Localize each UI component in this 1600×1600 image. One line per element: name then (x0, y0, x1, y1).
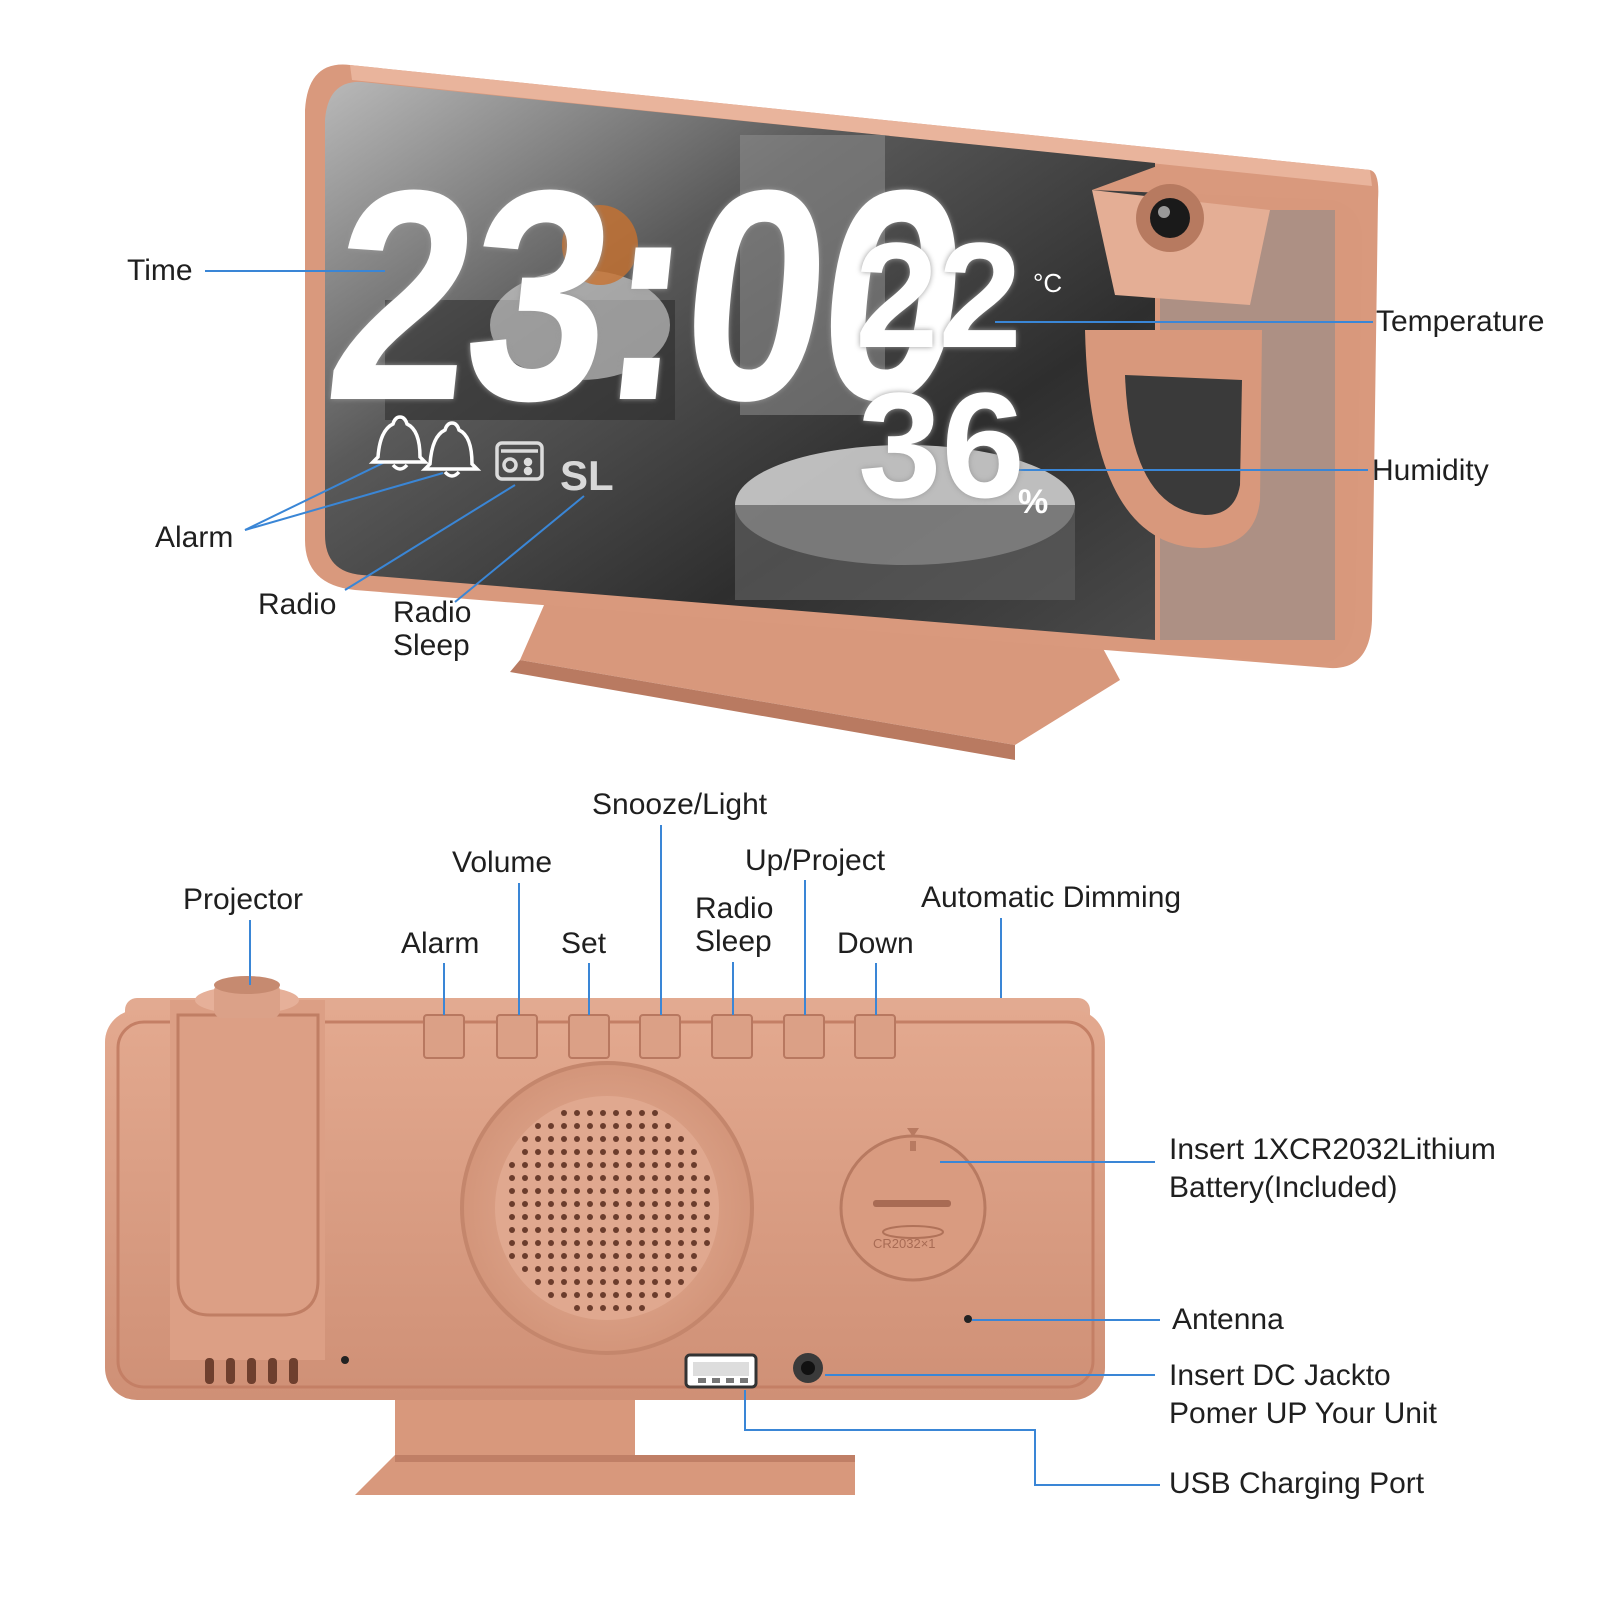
mic-hole (341, 1356, 349, 1364)
label-humidity: Humidity (1372, 454, 1489, 487)
temperature-readout: 22 (855, 211, 1022, 379)
label-radio-sleep-line2: Sleep (393, 629, 470, 662)
up-project-button[interactable] (783, 1014, 825, 1059)
battery-cover[interactable] (839, 1134, 987, 1282)
volume-button[interactable] (496, 1014, 538, 1059)
callout-lines (205, 270, 1373, 1486)
callout-alarm-2 (244, 472, 444, 531)
label-down: Down (837, 927, 914, 960)
back-clock (105, 976, 1105, 1495)
temperature-unit: °C (1033, 268, 1063, 298)
callout-usb (744, 1390, 1160, 1486)
callout-alarm-1 (244, 461, 386, 531)
label-usb: USB Charging Port (1169, 1467, 1425, 1500)
sleep-indicator: SL (560, 452, 614, 499)
set-button[interactable] (568, 1014, 610, 1059)
antenna-hole (964, 1315, 972, 1323)
callout-radio-sleep (454, 495, 585, 603)
speaker-grille (509, 1110, 710, 1311)
snooze-light-button[interactable] (639, 1014, 681, 1059)
reflection-toy (562, 205, 638, 285)
label-alarm: Alarm (155, 521, 234, 554)
label-battery-line1: Insert 1XCR2032Lithium (1169, 1133, 1496, 1166)
label-antenna: Antenna (1172, 1303, 1284, 1336)
label-auto-dimming: Automatic Dimming (921, 881, 1182, 914)
front-clock (305, 64, 1379, 760)
callout-radio (344, 484, 516, 591)
label-radio-sleep-line1: Radio (393, 596, 472, 629)
label-alarm-button: Alarm (401, 927, 480, 960)
radio-sleep-button[interactable] (711, 1014, 753, 1059)
reflection-painting (740, 135, 885, 415)
label-dc-jack-line1: Insert DC Jackto (1169, 1359, 1391, 1392)
top-button-row (423, 1014, 896, 1059)
vent-slots (205, 1358, 298, 1384)
label-projector: Projector (183, 883, 304, 916)
label-time: Time (127, 254, 193, 287)
humidity-readout: 36 (858, 361, 1025, 529)
label-battery-line2: Battery(Included) (1169, 1171, 1398, 1204)
label-temperature: Temperature (1376, 305, 1545, 338)
label-snooze-light: Snooze/Light (592, 788, 768, 821)
label-volume: Volume (452, 846, 553, 879)
label-up-project: Up/Project (745, 844, 886, 877)
battery-marking: CR2032×1 (873, 1236, 936, 1251)
label-radio-sleep-btn-line2: Sleep (695, 925, 772, 958)
down-button[interactable] (854, 1014, 896, 1059)
projector-housing (170, 1000, 325, 1360)
label-dc-jack-line2: Pomer UP Your Unit (1169, 1397, 1437, 1430)
label-radio: Radio (258, 588, 337, 621)
label-radio-sleep-btn-line1: Radio (695, 892, 774, 925)
alarm-button[interactable] (423, 1014, 465, 1059)
humidity-unit: % (1018, 483, 1049, 521)
label-set: Set (561, 927, 607, 960)
